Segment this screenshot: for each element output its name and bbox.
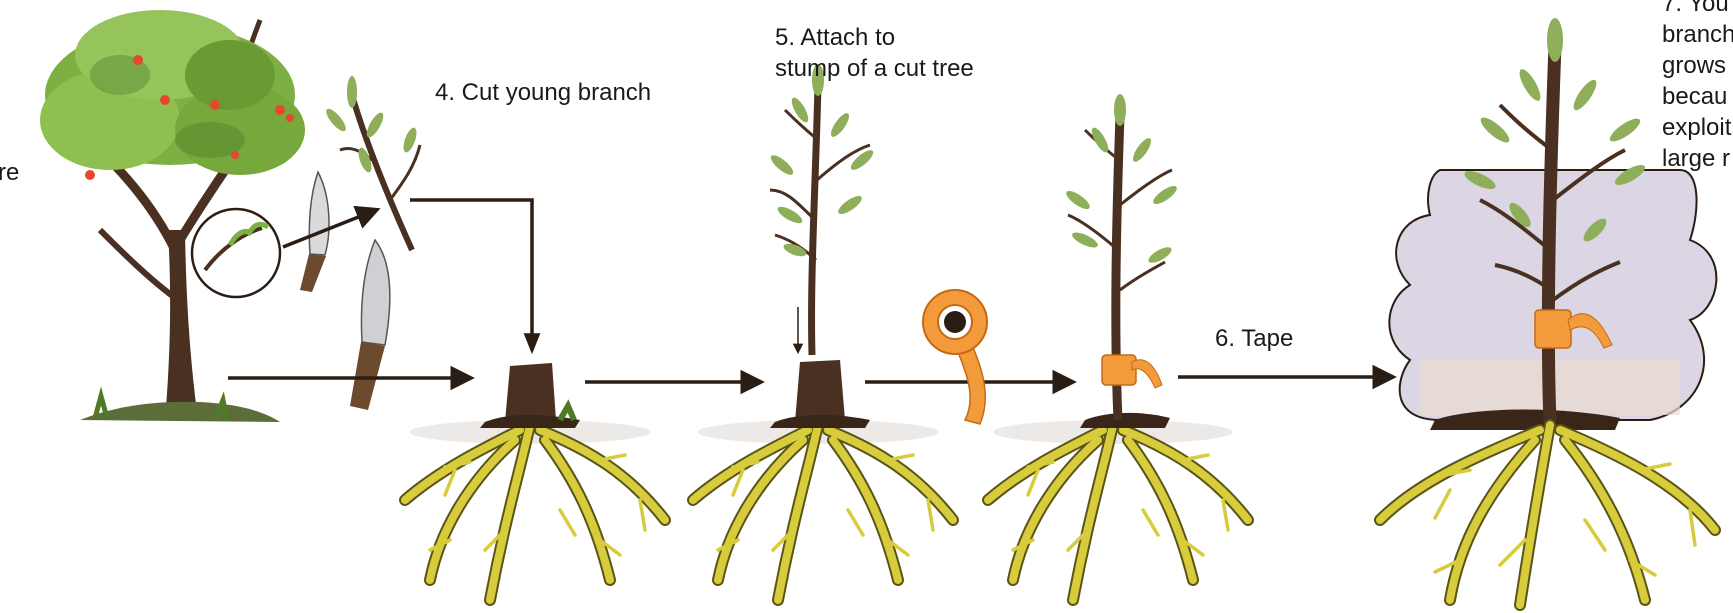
step5-label: 5. Attach to stump of a cut tree	[775, 22, 974, 84]
step3-label-fragment: re	[0, 157, 19, 188]
machete-icon	[350, 240, 390, 410]
root-system-1	[405, 420, 665, 600]
tape-roll-icon	[923, 290, 987, 424]
grafted-sapling-icon	[768, 64, 876, 428]
root-system-2	[693, 420, 953, 600]
step4-label: 4. Cut young branch	[435, 77, 651, 108]
step7-label: 7. You branch grows becau exploit large …	[1662, 0, 1733, 174]
fruit-tree-icon	[40, 10, 305, 422]
arrow-branch-to-stump	[410, 200, 532, 350]
taped-sapling-icon	[1064, 94, 1180, 428]
root-system-3	[988, 420, 1248, 600]
step6-label: 6. Tape	[1215, 323, 1293, 354]
tree-stump-icon	[480, 363, 580, 428]
